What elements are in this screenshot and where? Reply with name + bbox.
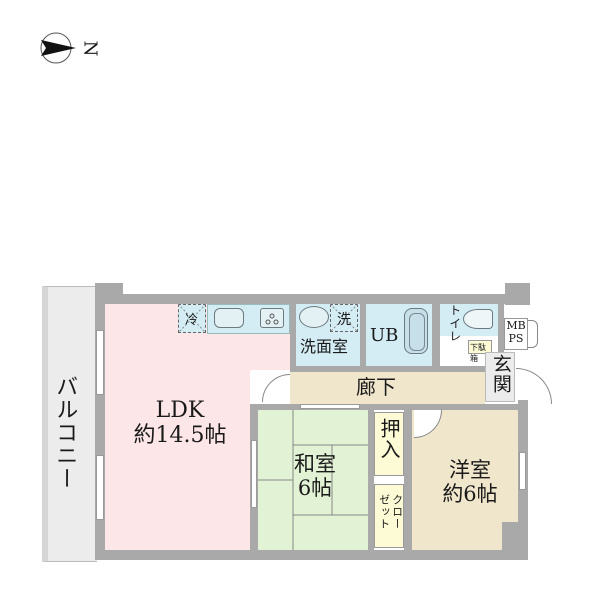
shoe-box: 下駄箱 [468, 340, 492, 363]
balcony [42, 286, 97, 562]
fridge-space: 冷 [178, 304, 206, 333]
wall-washitsu-right [368, 404, 374, 554]
balcony-label: バルコニー [52, 375, 78, 490]
north-label: N [79, 40, 101, 57]
washer-label: 洗 [337, 312, 351, 328]
ldk-window-lower[interactable] [96, 455, 104, 520]
yoshitsu-size: 約6帖 [442, 482, 498, 507]
ps-label: PS [508, 332, 524, 345]
washroom-label: 洗面室 [300, 337, 349, 356]
wash-basin-icon [299, 306, 329, 328]
shoe-box-label: 下駄箱 [470, 343, 486, 363]
mb-label: MB [506, 319, 526, 332]
oshiire-label: 押入 [377, 418, 401, 460]
wall-toilet-right [498, 300, 504, 400]
fridge-label: 冷 [185, 313, 199, 328]
bathtub-icon [404, 308, 428, 354]
room-genkan [485, 352, 515, 402]
washitsu-size: 6帖 [297, 476, 333, 501]
outer-wall-top-right [505, 283, 530, 305]
hallway-label: 廊下 [356, 375, 396, 399]
genkan-label: 玄関 [489, 354, 512, 394]
wall-washroom-ub [360, 300, 366, 372]
ldk-label: LDK 約14.5帖 [130, 398, 230, 449]
closet-label-col1: クロー [390, 494, 404, 530]
washer-space: 洗 [330, 304, 358, 332]
mb-ps: MB PS [504, 318, 528, 350]
room-hallway [290, 372, 485, 406]
toilet-label: トイレ [447, 304, 462, 343]
wall-hallway-bottom [250, 404, 520, 410]
fridge-cross-icon [178, 304, 206, 333]
washer-cross-icon [330, 304, 358, 332]
room-yoshitsu [412, 410, 518, 550]
kitchen-sink-icon [214, 308, 244, 328]
compass: N [36, 30, 106, 66]
entrance-door[interactable] [516, 368, 552, 404]
washitsu-window[interactable] [251, 440, 257, 508]
ldk-size: 約14.5帖 [133, 423, 227, 449]
closet [374, 484, 404, 548]
yoshitsu-label: 洋室 約6帖 [430, 458, 510, 506]
yoshitsu-name: 洋室 [449, 458, 491, 482]
washitsu-name: 和室 [294, 452, 336, 476]
ub-label: UB [370, 325, 399, 346]
ldk-name: LDK [155, 398, 205, 423]
washitsu-label: 和室 6帖 [282, 452, 348, 500]
wall-closet-right [404, 404, 412, 554]
wall-ub-toilet [432, 300, 440, 372]
yoshitsu-window[interactable] [519, 452, 526, 490]
wall-ldk-washroom [290, 300, 296, 372]
tatami-lines [258, 410, 370, 550]
outer-wall-top-long [120, 294, 515, 304]
toilet-bowl-icon [463, 309, 493, 329]
gas-stove-icon [260, 308, 284, 328]
yoshitsu-corner-wall [502, 522, 518, 550]
oshiire [374, 412, 404, 476]
closet-label-col2: ゼット [377, 494, 391, 530]
outer-wall-bottom [95, 550, 527, 560]
ldk-window-upper[interactable] [96, 330, 104, 395]
ldk-door-swing[interactable] [262, 374, 290, 402]
outer-wall-left [95, 300, 105, 560]
washitsu-sliding-door[interactable] [300, 404, 360, 409]
mb-ps-door[interactable] [528, 320, 538, 348]
north-arrow-icon [40, 32, 76, 64]
wall-hallway-top [290, 366, 500, 372]
